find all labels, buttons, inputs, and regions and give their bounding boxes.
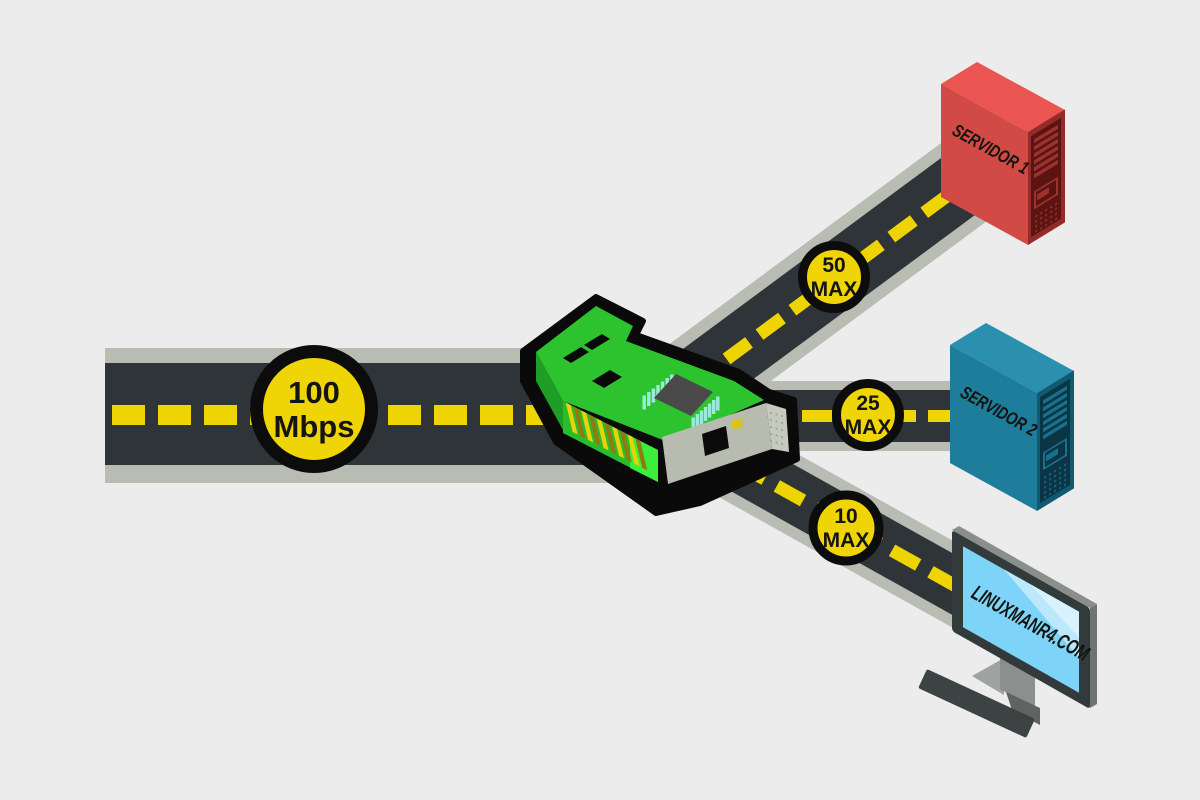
badge-limit-server1: 50 MAX (798, 241, 870, 313)
server2-top-face (950, 323, 1074, 393)
nic-bracket-cap (766, 403, 789, 452)
server2-front-face (950, 345, 1037, 511)
edge-connector-fingers (565, 402, 648, 471)
badge-circle (250, 345, 378, 473)
nic-chip (654, 374, 713, 416)
monitor-stand-flare (972, 658, 1004, 695)
monitor-screen (963, 546, 1079, 693)
server1-tower: SERVIDOR 1 (941, 62, 1065, 245)
badge-unit: MAX (845, 416, 892, 439)
server1-side-face (1028, 109, 1065, 245)
badge-unit: MAX (811, 278, 858, 301)
bracket-vent-holes (770, 412, 783, 445)
badge-circle (832, 379, 904, 451)
monitor-stand-neck (1000, 656, 1035, 708)
server1-top-face (941, 62, 1065, 132)
server2-vents (1043, 385, 1067, 499)
client-desktop: LINUXMANR4.COM (918, 526, 1097, 738)
badge-value: 25 (856, 392, 880, 415)
pcb-slot-cutout (592, 370, 622, 388)
monitor-depth-top (952, 526, 1097, 608)
server1-front-face (941, 84, 1028, 245)
nic-port (702, 426, 729, 456)
badge-total-bandwidth: 100 Mbps (250, 345, 378, 473)
badge-value: 50 (822, 254, 845, 277)
monitor-stand-shadow (1006, 692, 1040, 725)
server1-side-panel (1031, 117, 1061, 238)
badge-value: 10 (834, 505, 857, 528)
badge-unit: MAX (823, 529, 870, 552)
server2-tower: SERVIDOR 2 (950, 323, 1074, 511)
pcb-slot-cutout (563, 347, 589, 363)
badge-limit-client: 10 MAX (808, 490, 884, 566)
server1-vents (1034, 124, 1058, 238)
badge-circle (808, 490, 884, 566)
nic-left-edge (536, 352, 563, 430)
keyboard (918, 669, 1035, 738)
nic-network-card (520, 294, 800, 516)
badge-unit: Mbps (274, 409, 355, 444)
server2-side-face (1037, 370, 1074, 511)
badge-value: 100 (288, 375, 340, 410)
badge-limit-server2: 25 MAX (832, 379, 904, 451)
monitor-depth-right (1090, 604, 1097, 708)
badge-circle (798, 241, 870, 313)
pcb-slot-cutout (584, 334, 610, 350)
bracket-screw (731, 418, 743, 430)
